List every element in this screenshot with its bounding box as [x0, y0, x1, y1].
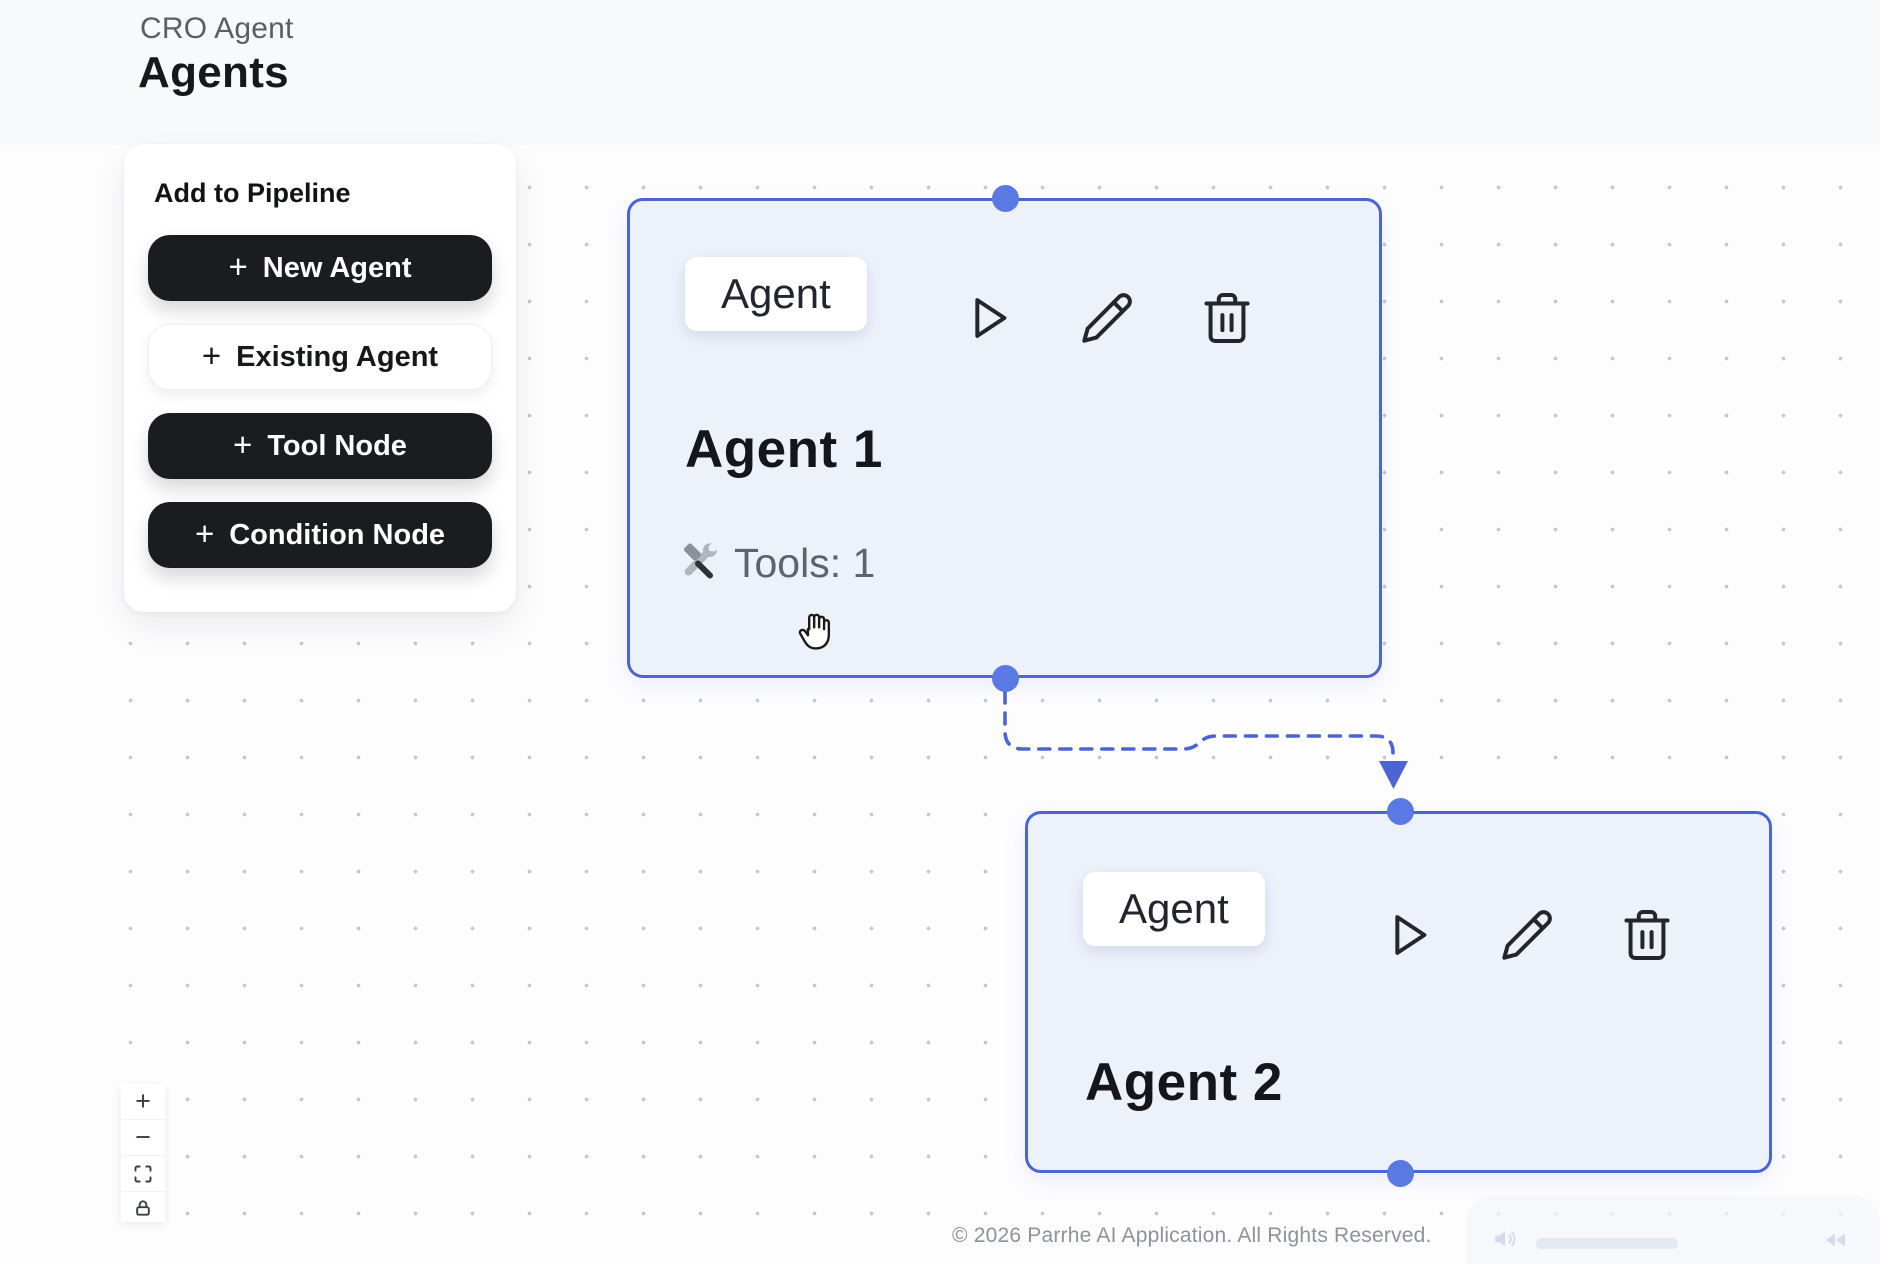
node-type-badge: Agent	[685, 257, 867, 332]
media-player-overlay	[1466, 1196, 1880, 1264]
existing-agent-label: Existing Agent	[236, 340, 439, 373]
add-to-pipeline-panel: Add to Pipeline + New Agent + Existing A…	[124, 144, 516, 612]
edit-icon[interactable]	[1078, 289, 1136, 347]
agent1-handle-bottom[interactable]	[992, 665, 1019, 692]
plus-icon: +	[228, 248, 248, 285]
condition-node-button[interactable]: + Condition Node	[148, 502, 492, 568]
hammer-wrench-icon	[676, 539, 724, 587]
node-actions	[958, 289, 1256, 347]
rewind-icon	[1826, 1233, 1845, 1247]
node-type-badge: Agent	[1083, 872, 1265, 947]
plus-icon: +	[201, 337, 222, 374]
agent-node-1[interactable]: Agent Agent 1 Tools: 1	[627, 198, 1382, 678]
run-icon[interactable]	[958, 289, 1016, 347]
node-title: Agent 1	[685, 420, 883, 479]
page-title: Agents	[138, 48, 289, 97]
delete-icon[interactable]	[1198, 289, 1256, 347]
run-icon[interactable]	[1378, 906, 1436, 964]
agent-node-2[interactable]: Agent Agent 2	[1025, 811, 1772, 1173]
zoom-out-button[interactable]: −	[121, 1120, 165, 1156]
agent2-handle-bottom[interactable]	[1387, 1160, 1414, 1187]
panel-title: Add to Pipeline	[154, 178, 351, 208]
copyright-text: © 2026 Parrhe AI Application. All Rights…	[952, 1224, 1432, 1247]
existing-agent-button[interactable]: + Existing Agent	[148, 324, 492, 390]
node-actions	[1378, 906, 1676, 964]
node-title: Agent 2	[1085, 1053, 1283, 1112]
canvas-controls: + −	[121, 1084, 165, 1222]
app-label: CRO Agent	[140, 12, 294, 45]
plus-icon: +	[233, 426, 253, 463]
agent2-handle-top[interactable]	[1387, 798, 1414, 825]
lock-button[interactable]	[121, 1192, 165, 1222]
delete-icon[interactable]	[1618, 906, 1676, 964]
node-tools-row[interactable]: Tools: 1	[676, 539, 875, 587]
fit-view-button[interactable]	[121, 1156, 165, 1192]
edit-icon[interactable]	[1498, 906, 1556, 964]
tool-node-button[interactable]: + Tool Node	[148, 413, 492, 479]
new-agent-button[interactable]: + New Agent	[148, 235, 492, 301]
fit-view-icon	[134, 1165, 152, 1182]
condition-node-label: Condition Node	[229, 518, 446, 551]
header-strip	[0, 0, 1880, 145]
tools-count-label: Tools: 1	[734, 539, 876, 586]
minus-icon: −	[135, 1122, 151, 1152]
lock-icon	[136, 1200, 150, 1216]
plus-icon: +	[135, 1086, 151, 1116]
progress-bar	[1536, 1238, 1678, 1249]
tool-node-label: Tool Node	[267, 429, 407, 462]
new-agent-label: New Agent	[262, 251, 412, 284]
agent1-handle-top[interactable]	[992, 185, 1019, 212]
zoom-in-button[interactable]: +	[121, 1084, 165, 1120]
plus-icon: +	[194, 515, 215, 552]
speaker-icon	[1495, 1231, 1516, 1247]
